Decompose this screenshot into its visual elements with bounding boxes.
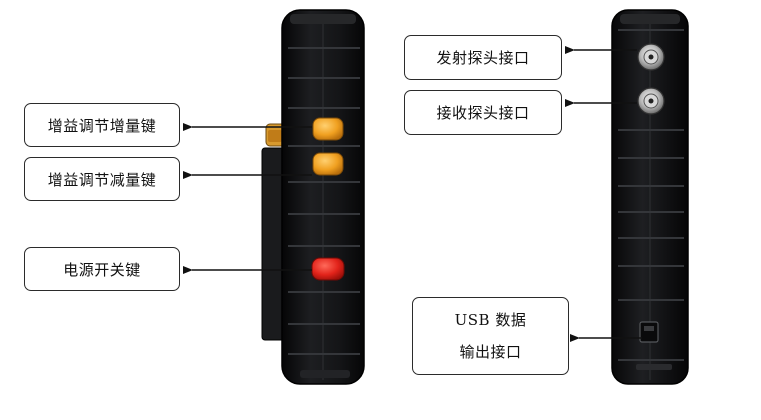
power-button[interactable] [312, 258, 344, 280]
callout-gain-up: 增益调节增量键 [24, 103, 180, 147]
callout-power: 电源开关键 [24, 247, 180, 291]
bottom-cap [300, 370, 350, 378]
callout-usb-port: USB 数据 输出接口 [412, 297, 569, 375]
bnc-connector-icon[interactable] [638, 44, 664, 70]
gain-up-button[interactable] [313, 118, 343, 140]
usb-port-icon[interactable] [640, 322, 658, 342]
callout-gain-down-label: 增益调节减量键 [48, 169, 157, 190]
callout-receive-port: 接收探头接口 [404, 90, 562, 135]
device-left-side [262, 10, 364, 384]
bottom-slot [636, 364, 672, 370]
bnc-connector-icon[interactable] [638, 88, 664, 114]
top-cap [290, 14, 356, 24]
belt-clip-inner [268, 130, 282, 142]
callout-gain-up-label: 增益调节增量键 [48, 115, 157, 136]
callout-usb-line2: 输出接口 [459, 336, 521, 368]
callout-gain-down: 增益调节减量键 [24, 157, 180, 201]
callout-transmit-port-label: 发射探头接口 [436, 47, 529, 68]
callout-power-label: 电源开关键 [63, 259, 141, 280]
callout-receive-port-label: 接收探头接口 [436, 102, 529, 123]
top-cap-right [620, 14, 680, 24]
gain-down-button[interactable] [313, 153, 343, 175]
callout-transmit-port: 发射探头接口 [404, 35, 562, 80]
callout-usb-line1: USB 数据 [455, 304, 527, 336]
device-right-side [612, 10, 688, 384]
